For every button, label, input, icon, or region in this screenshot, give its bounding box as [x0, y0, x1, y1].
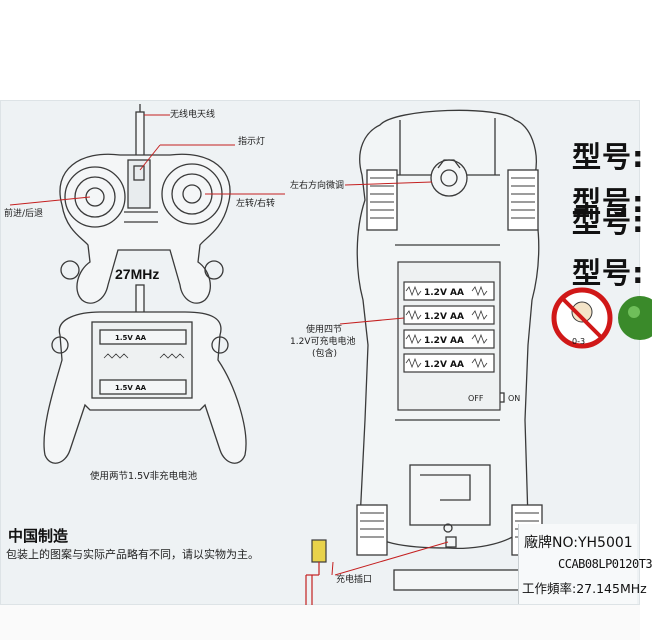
car-cell-4: [403, 353, 495, 373]
age-warning-text: 0-3: [572, 337, 585, 346]
made-in-china: 中国制造: [8, 527, 69, 545]
charge-port-label: 充电插口: [336, 575, 373, 585]
motor-housing: [409, 464, 491, 526]
trim-gear: [430, 159, 468, 197]
remote-battery-view: [43, 284, 247, 464]
model-label-2: 型号:: [572, 185, 645, 219]
charge-port: [445, 536, 457, 548]
car-battery-note-3: (包含): [312, 349, 338, 359]
center-panel: [127, 159, 151, 209]
remote-cell-label-1: 1.5V AA: [115, 334, 147, 342]
antenna-label: 无线电天线: [170, 110, 216, 120]
car-leader-lines: [331, 181, 449, 576]
car-cell-label-1: 1.2V AA: [424, 288, 464, 298]
trim-label: 左右方向微调: [290, 181, 345, 191]
car-cell-2: [403, 305, 495, 325]
wheel-front-right: [507, 169, 539, 231]
antenna-rod: [135, 111, 145, 159]
remote-battery-note: 使用两节1.5V非充电电池: [90, 471, 198, 482]
age-warning-icon: [551, 287, 613, 349]
car-cell-3: [403, 329, 495, 349]
car-cell-label-3: 1.2V AA: [424, 336, 464, 346]
page-background: [0, 605, 640, 640]
car-battery-note-1: 使用四节: [306, 325, 343, 335]
right-grip: [204, 260, 224, 280]
left-knob-outer: [64, 166, 126, 228]
switch-on-label: ON: [508, 394, 521, 403]
brand-number: 廠牌NO:YH5001: [524, 535, 633, 551]
right-knob-inner: [182, 184, 202, 204]
disclaimer-text: 包装上的图案与实际产品略有不同，请以实物为主。: [6, 548, 259, 561]
switch-off-label: OFF: [468, 394, 484, 403]
remote-cell-label-2: 1.5V AA: [115, 384, 147, 392]
remote-leader-lines: [9, 114, 285, 206]
forward-back-label: 前进/后退: [4, 209, 44, 219]
model-label-1: 型号:: [572, 140, 645, 174]
indicator-light: [133, 165, 145, 181]
car-cell-label-4: 1.2V AA: [424, 360, 464, 370]
antenna-rod-2: [135, 284, 145, 316]
green-badge-icon: [618, 296, 652, 340]
remote-cell-1: [99, 329, 187, 345]
car-battery-note-2: 1.2V可充电电池: [290, 337, 356, 347]
left-knob-mid: [74, 176, 116, 218]
model-label-3: 型号:: [572, 205, 645, 239]
model-label-4: 型号:: [572, 256, 645, 290]
indicator-label: 指示灯: [238, 137, 266, 147]
remote-cell-2: [99, 379, 187, 395]
brand-info-box: [518, 524, 637, 604]
tire-treads: [360, 177, 539, 538]
rear-bumper: [393, 569, 525, 591]
wheel-front-left: [366, 169, 398, 231]
car-cell-1: [403, 281, 495, 301]
left-grip: [60, 260, 80, 280]
left-right-label: 左转/右转: [236, 199, 276, 209]
charger-plug: [305, 539, 327, 605]
work-frequency: 工作頻率:27.145MHz: [522, 581, 647, 596]
battery-springs: [405, 285, 488, 369]
ccab-code: CCAB08LP0120T3: [558, 557, 652, 571]
car-cell-label-2: 1.2V AA: [424, 312, 464, 322]
remote-controller: [59, 104, 231, 304]
frequency-label: 27MHz: [115, 266, 160, 282]
